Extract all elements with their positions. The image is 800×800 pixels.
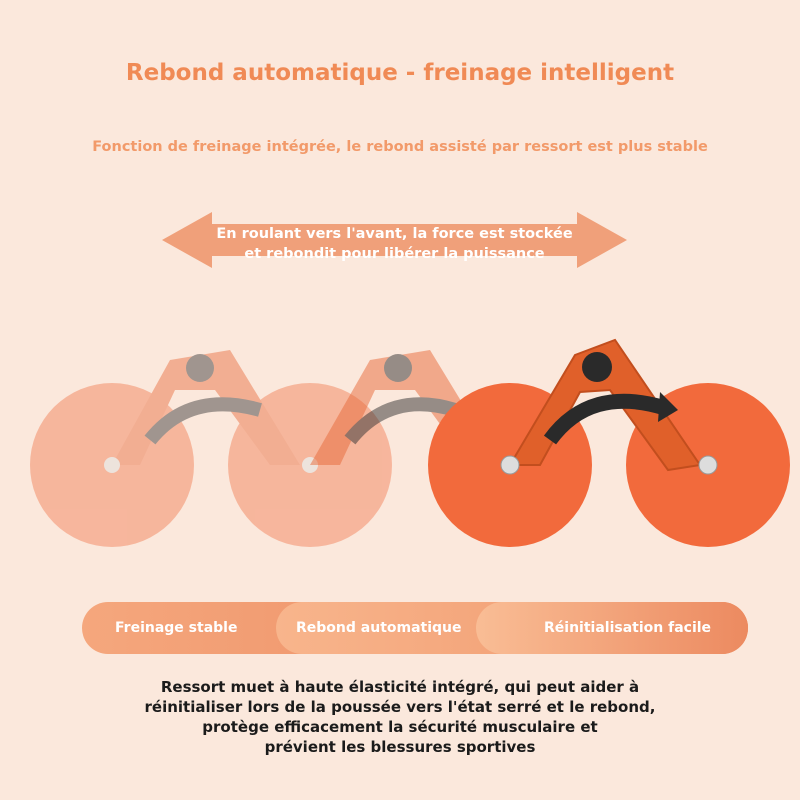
- description: Ressort muet à haute élasticité intégré,…: [0, 677, 800, 757]
- feature-label: Réinitialisation facile: [544, 620, 712, 636]
- feature-pill-reset: Réinitialisation facile: [476, 602, 748, 654]
- feature-label: Freinage stable: [115, 620, 238, 636]
- roller-main: [428, 338, 790, 547]
- double-arrow-icon: [162, 212, 627, 268]
- arrow-caption: En roulant vers l'avant, la force est st…: [162, 224, 627, 264]
- page-title: Rebond automatique - freinage intelligen…: [125, 60, 675, 86]
- description-line: Ressort muet à haute élasticité intégré,…: [160, 678, 640, 696]
- feature-label: Rebond automatique: [296, 620, 462, 636]
- ab-roller-illustration: [30, 338, 790, 547]
- description-line: protège efficacement la sécurité muscula…: [202, 718, 598, 736]
- description-line: réinitialiser lors de la poussée vers l'…: [144, 698, 656, 716]
- subtitle: Fonction de freinage intégrée, le rebond…: [92, 139, 708, 155]
- arrow-caption-line: et rebondit pour libérer la puissance: [244, 246, 545, 262]
- description-line: prévient les blessures sportives: [264, 738, 536, 756]
- arrow-caption-line: En roulant vers l'avant, la force est st…: [216, 226, 573, 242]
